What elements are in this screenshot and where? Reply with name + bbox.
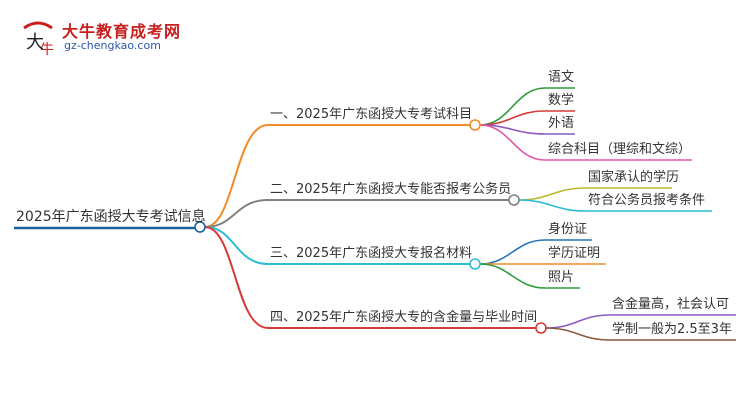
branch-4-circle — [535, 322, 547, 334]
svg-text:大: 大 — [26, 32, 44, 53]
leaf-study-duration[interactable]: 学制一般为2.5至3年 — [612, 322, 732, 337]
edge-b3-c3 — [479, 263, 580, 289]
edge-b2-c1 — [518, 187, 672, 201]
branch-2-circle — [508, 194, 520, 206]
leaf-chinese[interactable]: 语文 — [548, 70, 575, 85]
leaf-civil-service-conditions[interactable]: 符合公务员报考条件 — [588, 193, 706, 208]
leaf-foreign-language[interactable]: 外语 — [548, 116, 575, 131]
branch-3-circle — [469, 258, 481, 270]
site-logo: 大 牛 大牛教育成考网 gz-chengkao.com — [18, 14, 238, 58]
svg-text:牛: 牛 — [40, 42, 54, 56]
leaf-education-proof[interactable]: 学历证明 — [548, 246, 601, 261]
edge-b3-c1 — [479, 239, 592, 265]
bull-logo-icon: 大 牛 — [23, 21, 54, 56]
edge-root-branch-1 — [204, 124, 470, 228]
branch-3-label[interactable]: 三、2025年广东函授大专报名材料 — [270, 246, 473, 261]
branch-1-circle — [469, 119, 481, 131]
branch-4-label[interactable]: 四、2025年广东函授大专的含金量与毕业时间 — [270, 310, 538, 325]
root-node-circle — [194, 221, 206, 233]
edge-root-branch-2 — [204, 199, 509, 228]
edge-root-branch-4 — [204, 226, 536, 329]
edge-b2-c2 — [518, 199, 712, 212]
leaf-comprehensive[interactable]: 综合科目（理综和文综） — [548, 142, 692, 157]
branch-1-label[interactable]: 一、2025年广东函授大专考试科目 — [270, 107, 473, 122]
branch-2-label[interactable]: 二、2025年广东函授大专能否报考公务员 — [270, 182, 512, 197]
edge-b1-c2 — [479, 110, 575, 126]
leaf-id-card[interactable]: 身份证 — [548, 222, 588, 237]
edge-b1-c3 — [479, 124, 575, 135]
logo-title: 大牛教育成考网 — [62, 22, 182, 41]
edge-root-branch-3 — [204, 226, 470, 265]
edge-b1-c1 — [479, 87, 575, 126]
edge-b1-c4 — [479, 124, 692, 161]
leaf-high-value[interactable]: 含金量高，社会认可 — [612, 297, 730, 312]
edge-b4-c2 — [545, 327, 736, 341]
edge-b4-c1 — [545, 314, 736, 329]
root-node[interactable]: 2025年广东函授大专考试信息 — [16, 209, 206, 225]
leaf-photo[interactable]: 照片 — [548, 270, 575, 285]
leaf-math[interactable]: 数学 — [548, 93, 575, 108]
logo-url: gz-chengkao.com — [64, 39, 161, 52]
leaf-recognized-degree[interactable]: 国家承认的学历 — [588, 170, 680, 185]
